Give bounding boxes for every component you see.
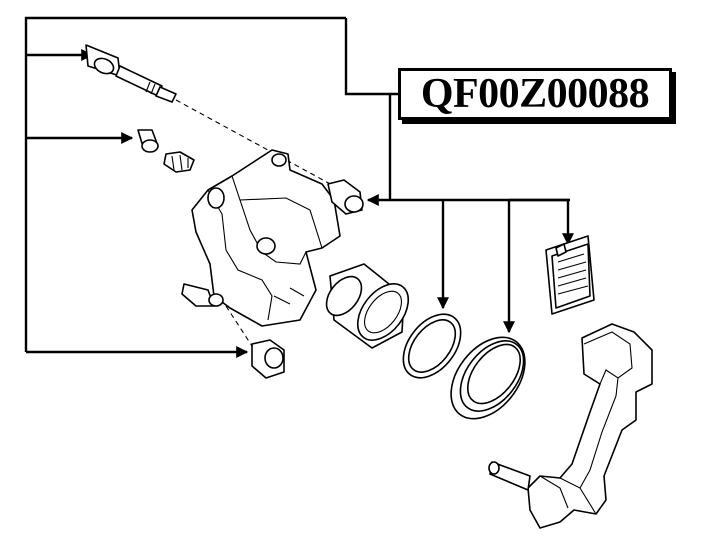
part-number-label: QF00Z00088 (398, 68, 672, 120)
piston-seal (402, 313, 462, 379)
bleeder-valve (163, 151, 195, 173)
caliper-body (181, 149, 341, 327)
guide-pin-bushing (137, 129, 159, 153)
dust-boot (450, 336, 526, 420)
callout-line-frame (24, 16, 346, 352)
axis-line-upper (175, 99, 335, 187)
guide-pin-long (85, 44, 177, 103)
part-number-text: QF00Z00088 (420, 71, 650, 117)
axis-line-lower (225, 305, 253, 347)
callout-line-box (344, 18, 398, 96)
upper-guide-bushing (327, 179, 364, 215)
callout-lines (24, 16, 574, 358)
caliper-bracket (488, 323, 653, 529)
lower-guide-bushing (251, 339, 285, 379)
piston (325, 263, 410, 349)
brake-pad-set (545, 235, 595, 315)
callout-line-pad (509, 198, 574, 246)
